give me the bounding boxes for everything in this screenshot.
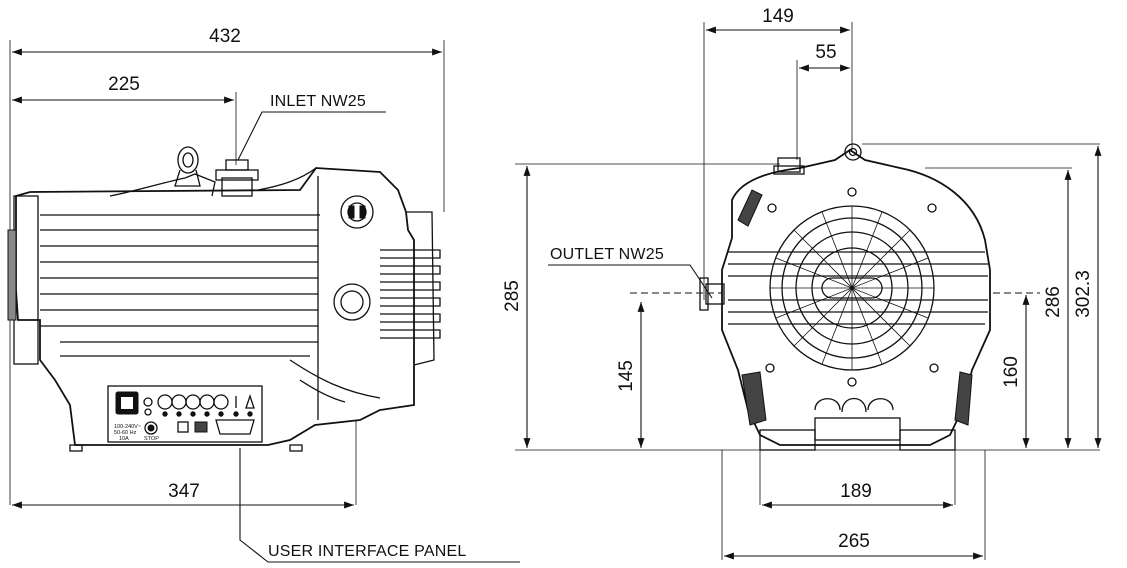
dim-front-center-height: 160: [1001, 295, 1030, 448]
svg-text:USER INTERFACE PANEL: USER INTERFACE PANEL: [268, 543, 466, 560]
pump-side-body: [7, 146, 441, 452]
dim-front-base-width: 265: [724, 531, 983, 560]
dim-front-total-height: 302.3: [1073, 146, 1102, 448]
dim-side-length: 432: [11, 26, 442, 56]
svg-text:149: 149: [762, 6, 794, 27]
label-inlet: INLET NW25: [237, 93, 386, 161]
svg-text:145: 145: [616, 360, 637, 392]
user-interface-panel: 100-240V~ 50-60 Hz 10A STOP: [107, 385, 263, 443]
svg-text:INLET NW25: INLET NW25: [270, 93, 366, 110]
svg-text:50-60 Hz: 50-60 Hz: [114, 430, 137, 436]
svg-text:55: 55: [815, 42, 836, 63]
svg-text:286: 286: [1043, 286, 1064, 318]
front-view: 149 55 285 145 160 286 302.3: [502, 6, 1102, 560]
label-outlet: OUTLET NW25: [548, 246, 713, 299]
dim-side-base-length: 347: [11, 481, 354, 509]
dim-front-outlet-height: 145: [616, 302, 645, 448]
dim-front-height-left: 285: [502, 166, 531, 448]
svg-text:432: 432: [209, 26, 241, 47]
svg-text:347: 347: [168, 481, 200, 502]
label-user-interface-panel: USER INTERFACE PANEL: [239, 448, 520, 563]
dim-front-foot-width: 189: [762, 481, 953, 509]
dim-front-height-right: 286: [1043, 170, 1072, 448]
svg-text:302.3: 302.3: [1073, 270, 1094, 318]
side-view: 432 225 347 INLET NW25 USER INTERFACE PA…: [7, 26, 520, 563]
svg-text:285: 285: [502, 280, 523, 312]
svg-text:STOP: STOP: [144, 436, 159, 442]
pump-front-body: [699, 143, 991, 451]
dim-front-inlet-offset: 55: [799, 42, 850, 72]
svg-text:265: 265: [838, 531, 870, 552]
svg-text:189: 189: [840, 481, 872, 502]
svg-text:225: 225: [108, 74, 140, 95]
dim-front-width: 149: [706, 6, 850, 34]
svg-text:10A: 10A: [119, 436, 129, 442]
svg-text:160: 160: [1001, 356, 1022, 388]
dim-side-inlet-offset: 225: [11, 74, 234, 104]
svg-text:OUTLET NW25: OUTLET NW25: [550, 246, 664, 263]
svg-text:100-240V~: 100-240V~: [114, 424, 141, 430]
